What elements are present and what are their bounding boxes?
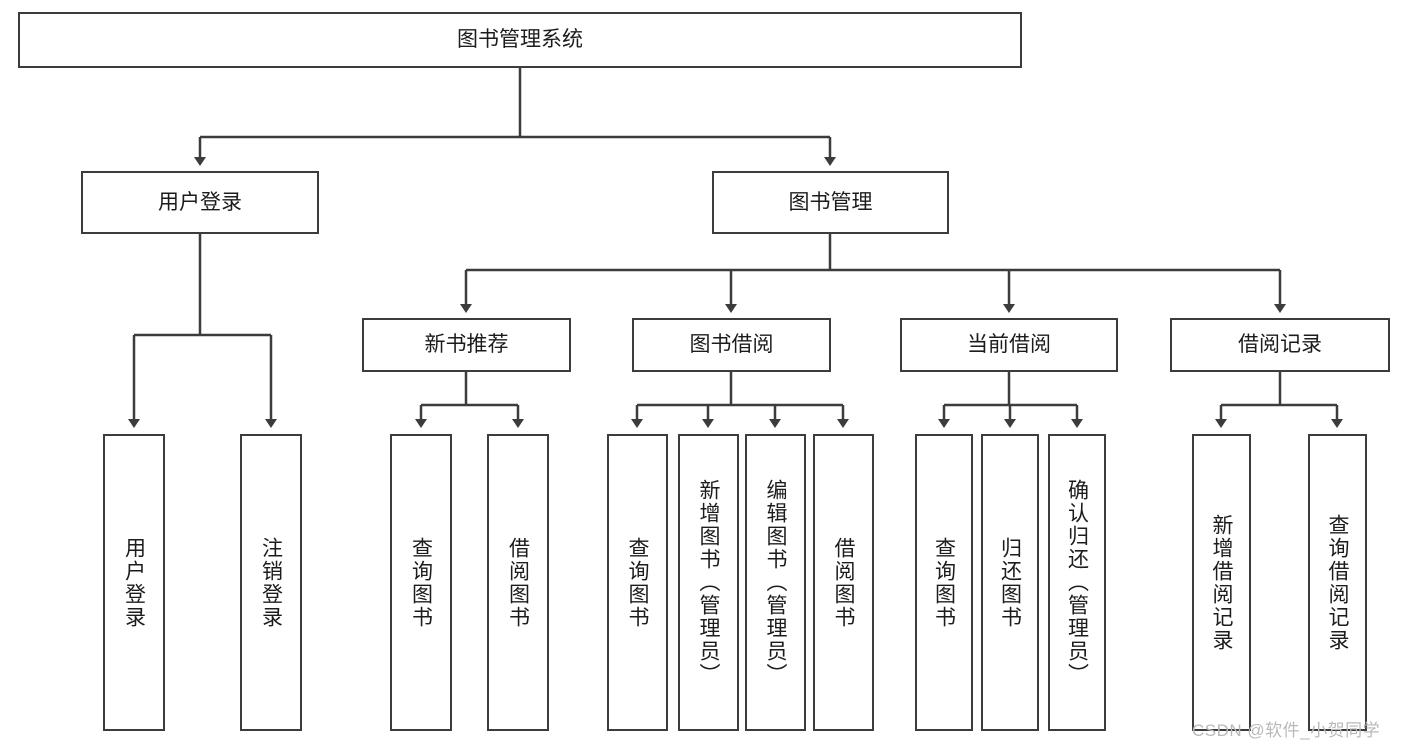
leaf-borrow-book-recommend-label: 借阅图书: [506, 536, 530, 629]
leaf-user-login-label: 用户登录: [122, 536, 146, 629]
node-current-borrow[interactable]: 当前借阅: [900, 318, 1118, 372]
leaf-logout-label: 注销登录: [259, 536, 283, 629]
leaf-query-book-recommend[interactable]: 查询图书: [390, 434, 452, 731]
leaf-query-borrow-record-label: 查询借阅记录: [1326, 513, 1349, 652]
leaf-return-book-label: 归还图书: [998, 536, 1022, 629]
leaf-query-book-current-label: 查询图书: [932, 536, 956, 629]
leaf-confirm-return-admin[interactable]: 确认归还（管理员）: [1048, 434, 1106, 731]
leaf-query-book-current[interactable]: 查询图书: [915, 434, 973, 731]
node-book-management-label: 图书管理: [788, 190, 873, 214]
leaf-borrow-book[interactable]: 借阅图书: [813, 434, 874, 731]
node-root[interactable]: 图书管理系统: [18, 12, 1022, 68]
node-user-login[interactable]: 用户登录: [81, 171, 319, 234]
node-user-login-label: 用户登录: [158, 190, 242, 214]
node-current-borrow-label: 当前借阅: [967, 333, 1051, 357]
leaf-add-book-admin[interactable]: 新增图书（管理员）: [678, 434, 739, 731]
leaf-borrow-book-recommend[interactable]: 借阅图书: [487, 434, 549, 731]
leaf-query-book-borrow[interactable]: 查询图书: [607, 434, 668, 731]
leaf-edit-book-admin[interactable]: 编辑图书（管理员）: [745, 434, 806, 731]
leaf-query-book-borrow-label: 查询图书: [626, 536, 649, 629]
leaf-add-borrow-record-label: 新增借阅记录: [1210, 513, 1233, 652]
node-new-book-recommend[interactable]: 新书推荐: [362, 318, 571, 372]
node-book-management[interactable]: 图书管理: [712, 171, 949, 234]
leaf-add-borrow-record[interactable]: 新增借阅记录: [1192, 434, 1251, 731]
csdn-watermark: CSDN @软件_小贺同学: [1192, 721, 1381, 740]
leaf-borrow-book-label: 借阅图书: [832, 536, 855, 629]
leaf-return-book[interactable]: 归还图书: [981, 434, 1039, 731]
node-root-label: 图书管理系统: [457, 28, 583, 52]
node-book-borrow-label: 图书借阅: [689, 333, 774, 357]
node-borrow-record[interactable]: 借阅记录: [1170, 318, 1390, 372]
leaf-user-login[interactable]: 用户登录: [103, 434, 165, 731]
leaf-logout[interactable]: 注销登录: [240, 434, 302, 731]
leaf-query-book-recommend-label: 查询图书: [409, 536, 433, 629]
node-new-book-recommend-label: 新书推荐: [424, 333, 509, 357]
leaf-query-borrow-record[interactable]: 查询借阅记录: [1308, 434, 1367, 731]
leaf-confirm-return-admin-label: 确认归还（管理员）: [1065, 479, 1089, 686]
node-borrow-record-label: 借阅记录: [1238, 333, 1322, 357]
node-book-borrow[interactable]: 图书借阅: [632, 318, 831, 372]
leaf-edit-book-admin-label: 编辑图书（管理员）: [764, 479, 787, 686]
leaf-add-book-admin-label: 新增图书（管理员）: [697, 479, 720, 686]
